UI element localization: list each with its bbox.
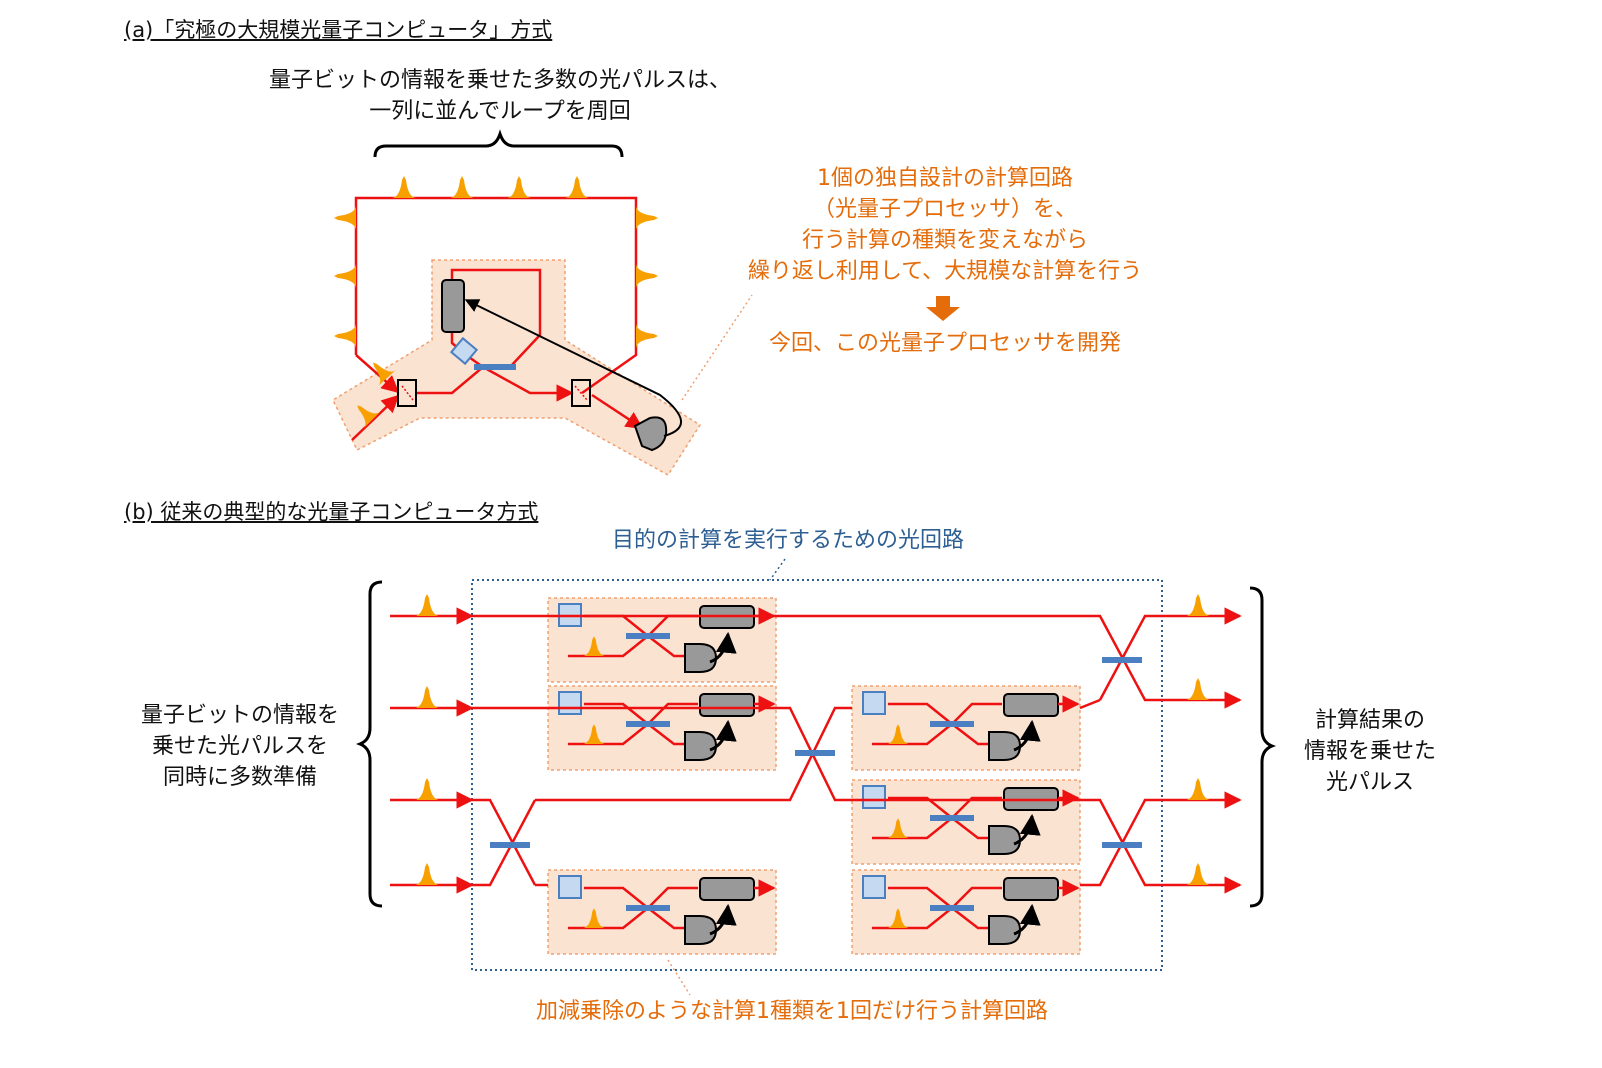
light-pulse-icon (887, 908, 909, 928)
input-pulses-note: 量子ビットの情報を 乗せた光パルスを 同時に多数準備 (120, 700, 360, 793)
light-pulse-icon (887, 724, 909, 744)
light-pulse-icon (357, 405, 381, 429)
pulses-brace (373, 129, 624, 158)
output-pulses-note: 計算結果の 情報を乗せた 光パルス (1280, 705, 1460, 798)
pulse-loop-note: 量子ビットの情報を乗せた多数の光パルスは、 一列に並んでループを周回 (250, 65, 750, 127)
input-pulses-note-line-2: 乗せた光パルスを (151, 734, 328, 759)
light-pulse-icon (334, 264, 356, 288)
main-loop-path (354, 196, 638, 395)
processor-note-line-1: 1個の独自設計の計算回路 (817, 166, 1073, 191)
output-pulses-note-line-3: 光パルス (1325, 770, 1414, 795)
light-pulse-icon (636, 206, 658, 230)
processor-module (547, 597, 777, 683)
section-a-title: (a)「究極の大規模光量子コンピュータ」方式 (124, 18, 553, 42)
light-pulse-icon (507, 176, 531, 198)
processor-modules (547, 597, 1081, 955)
section-b-title: (b) 従来の典型的な光量子コンピュータ方式 (124, 500, 539, 524)
processor-highlight-region (332, 259, 702, 476)
processor-note-line-3: 行う計算の種類を変えながら (801, 228, 1088, 253)
light-pulse-icon (334, 206, 356, 230)
light-pulse-icon (1186, 778, 1210, 800)
light-pulse-icon (415, 778, 439, 800)
input-pulses-note-line-1: 量子ビットの情報を (140, 703, 339, 728)
result-arrow-icon (926, 296, 960, 321)
light-pulse-icon (583, 908, 605, 928)
processor-module (851, 685, 1081, 771)
single-calculation-circuit-label: 加減乗除のような計算1種類を1回だけ行う計算回路 (536, 999, 1048, 1024)
processor-note-line-4: 繰り返し利用して、大規模な計算を行う (747, 259, 1143, 284)
processor-note-line-2: （光量子プロセッサ）を、 (812, 197, 1077, 222)
light-pulse-icon (415, 594, 439, 616)
light-pulse-icon (636, 264, 658, 288)
loop-pulses (334, 176, 658, 429)
input-pulses-note-line-3: 同時に多数準備 (162, 765, 317, 790)
output-pulses-note-line-2: 情報を乗せた (1303, 739, 1436, 764)
light-pulse-icon (636, 324, 658, 348)
processor-module (547, 869, 777, 955)
processor-note-connector (681, 294, 753, 401)
optical-circuit-label: 目的の計算を実行するための光回路 (612, 528, 965, 553)
input-pulses-brace (355, 580, 383, 908)
development-result: 今回、この光量子プロセッサを開発 (768, 331, 1121, 356)
light-pulse-icon (450, 176, 474, 198)
light-pulse-icon (1186, 594, 1210, 616)
light-pulse-icon (334, 324, 356, 348)
processor-module (851, 869, 1081, 955)
light-pulse-icon (1186, 678, 1210, 700)
optical-circuit-frame (471, 579, 1163, 971)
rail-pulses (415, 594, 1210, 885)
light-pulse-icon (392, 176, 416, 198)
light-pulse-icon (373, 362, 396, 386)
processor-module (851, 779, 1081, 865)
light-pulse-icon (565, 176, 589, 198)
light-pulse-icon (415, 863, 439, 885)
output-pulses-note-line-1: 計算結果の (1314, 708, 1425, 733)
output-pulses-brace (1249, 586, 1277, 908)
pulse-loop-note-line-2: 一列に並んでループを周回 (369, 99, 631, 124)
light-pulse-icon (583, 636, 605, 656)
light-pulse-icon (583, 724, 605, 744)
processor-module (547, 685, 777, 771)
light-pulse-icon (887, 818, 909, 838)
light-pulse-icon (1186, 863, 1210, 885)
processor-note: 1個の独自設計の計算回路 （光量子プロセッサ）を、 行う計算の種類を変えながら … (730, 163, 1160, 287)
pulse-loop-note-line-1: 量子ビットの情報を乗せた多数の光パルスは、 (268, 68, 731, 93)
light-pulse-icon (415, 686, 439, 708)
